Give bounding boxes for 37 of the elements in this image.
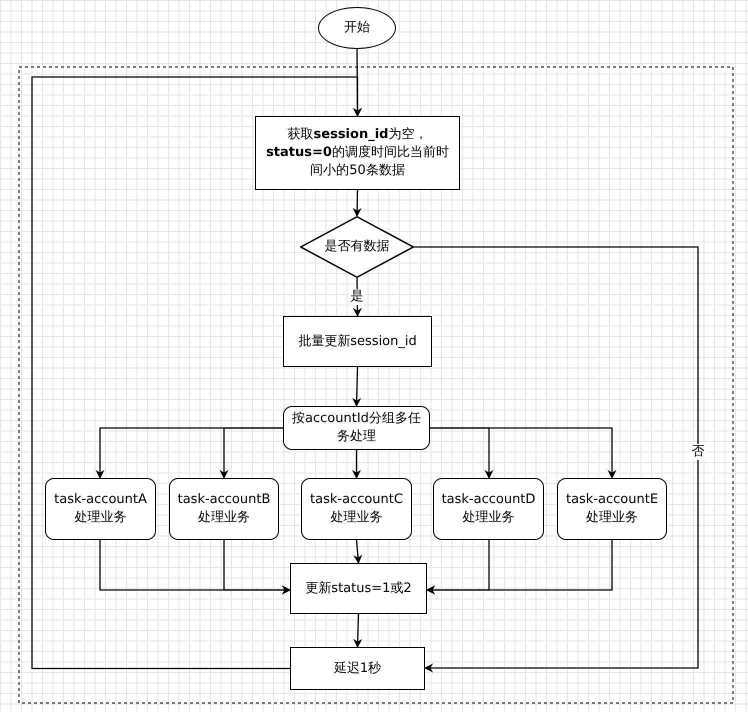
edge-label: 否 [690, 444, 706, 460]
node-label: 按accountId分组多任务处理 [291, 410, 422, 446]
task-box [45, 478, 156, 540]
node-label: 获取session_id为空，status=0的调度时间比当前时间小的50条数据 [265, 126, 450, 180]
arrow [223, 540, 291, 594]
task-box [169, 478, 279, 540]
process-box [290, 563, 427, 614]
task-box [301, 478, 412, 540]
node-label: 延迟1秒 [332, 660, 382, 678]
arrow [426, 540, 613, 594]
process-box [290, 647, 425, 690]
arrow [353, 540, 362, 564]
node-label: 批量更新session_id [297, 332, 418, 350]
node-label: task-accountE 处理业务 [564, 491, 660, 527]
node-label: task-accountA 处理业务 [53, 491, 148, 527]
task-box [433, 478, 544, 540]
arrow [31, 76, 362, 670]
arrow [352, 450, 361, 479]
node-label: task-accountD 处理业务 [440, 491, 536, 527]
arrow [352, 190, 362, 217]
arrow [430, 427, 616, 479]
process-box [283, 316, 432, 367]
node-label: task-accountC 处理业务 [309, 491, 404, 527]
node-label: 更新status=1或2 [304, 580, 413, 598]
arrow [353, 614, 362, 648]
process-box [255, 116, 460, 190]
edge-label: 是 [350, 289, 364, 305]
arrow [414, 246, 699, 672]
node-label: 开始 [343, 19, 371, 37]
task-box [557, 478, 667, 540]
node-label: 是否有数据 [324, 238, 390, 256]
arrow [220, 427, 283, 479]
node-label: task-accountB 处理业务 [176, 491, 272, 527]
process-box [283, 406, 430, 450]
arrow [352, 366, 362, 407]
start-ellipse [318, 7, 396, 49]
decision-diamond [300, 216, 414, 278]
